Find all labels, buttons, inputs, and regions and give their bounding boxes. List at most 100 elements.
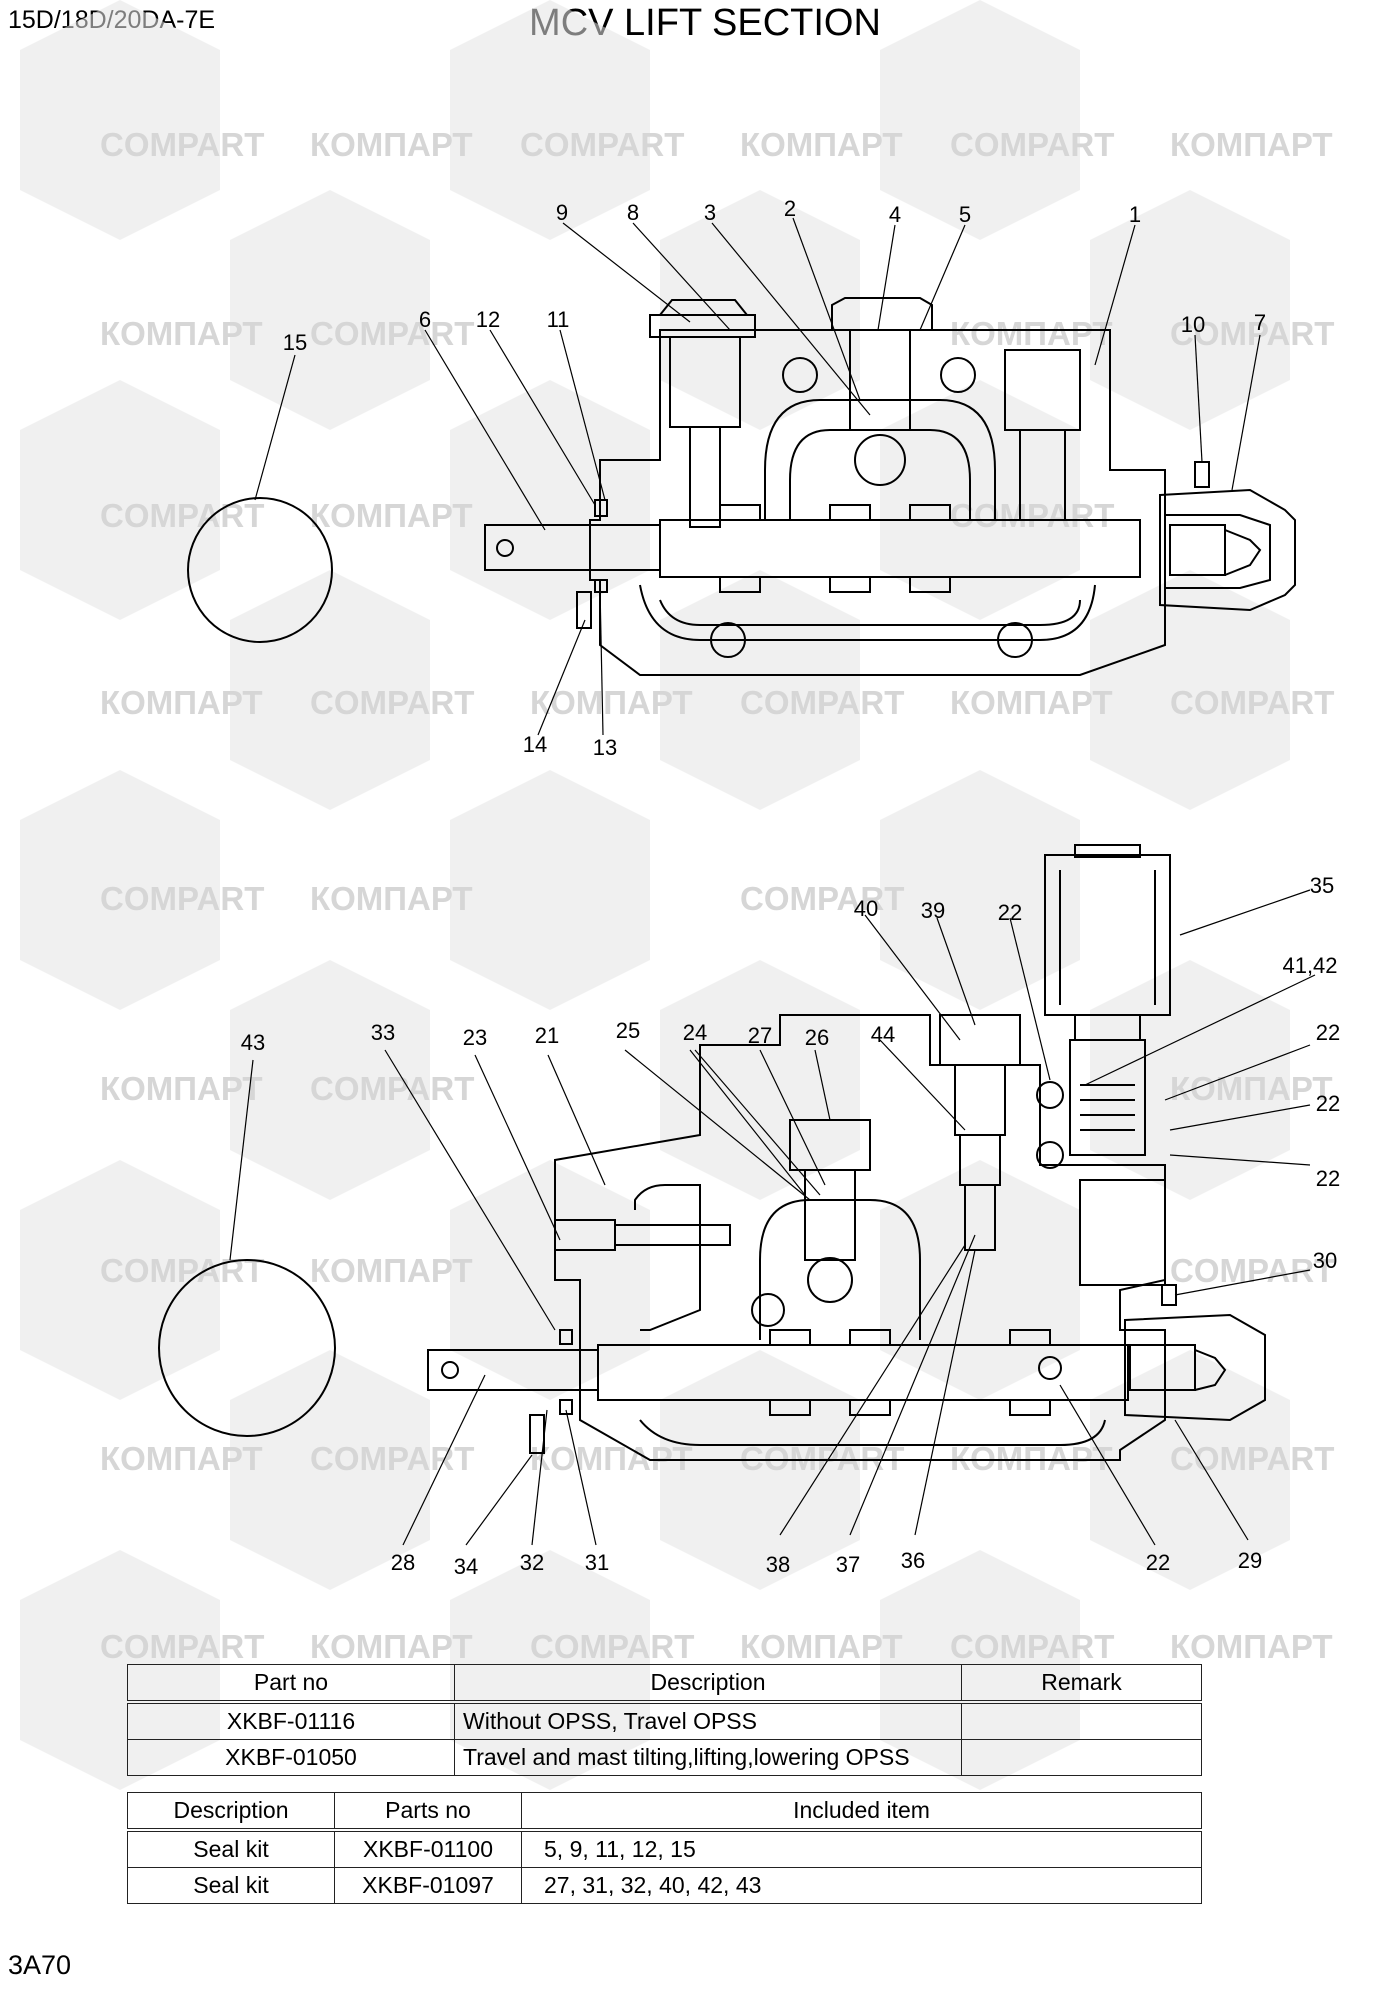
svg-text:37: 37: [836, 1552, 860, 1577]
svg-text:COMPART: COMPART: [310, 684, 474, 721]
header-included-item: Included item: [521, 1792, 1202, 1832]
plug-30: [1079, 1179, 1166, 1286]
svg-text:23: 23: [463, 1025, 487, 1050]
svg-text:34: 34: [454, 1554, 478, 1579]
svg-text:28: 28: [391, 1550, 415, 1575]
svg-text:COMPART: COMPART: [950, 126, 1114, 163]
lower-valve-section: [158, 844, 1266, 1461]
svg-text:12: 12: [476, 307, 500, 332]
header-parts-no: Parts no: [334, 1792, 522, 1832]
svg-text:8: 8: [627, 200, 639, 225]
bolt-14: [576, 591, 592, 629]
lower-spool: [597, 1344, 1129, 1401]
svg-text:6: 6: [419, 307, 431, 332]
svg-text:КОМПАРТ: КОМПАРТ: [530, 1440, 693, 1477]
upper-valve-section: [187, 297, 1296, 676]
header-remark: Remark: [961, 1664, 1202, 1704]
svg-text:КОМПАРТ: КОМПАРТ: [310, 1252, 473, 1289]
svg-text:КОМПАРТ: КОМПАРТ: [100, 315, 263, 352]
svg-text:21: 21: [535, 1023, 559, 1048]
parts-table: Part no Description Remark XKBF-01116 Wi…: [127, 1664, 1202, 1776]
header-kit-description: Description: [127, 1792, 335, 1832]
svg-text:43: 43: [241, 1030, 265, 1055]
svg-text:КОМПАРТ: КОМПАРТ: [100, 684, 263, 721]
svg-text:КОМПАРТ: КОМПАРТ: [100, 1440, 263, 1477]
svg-text:COMPART: COMPART: [520, 126, 684, 163]
svg-text:COMPART: COMPART: [100, 497, 264, 534]
kit-parts-no-cell: XKBF-01100: [334, 1829, 522, 1868]
table-row: Seal kit XKBF-01097 27, 31, 32, 40, 42, …: [127, 1867, 1202, 1904]
svg-text:39: 39: [921, 898, 945, 923]
svg-text:КОМПАРТ: КОМПАРТ: [950, 315, 1113, 352]
header-part-no: Part no: [127, 1664, 455, 1704]
svg-text:COMPART: COMPART: [740, 880, 904, 917]
svg-text:COMPART: COMPART: [1170, 684, 1334, 721]
svg-text:25: 25: [616, 1018, 640, 1043]
svg-text:22: 22: [998, 900, 1022, 925]
svg-text:27: 27: [748, 1023, 772, 1048]
svg-text:COMPART: COMPART: [100, 126, 264, 163]
svg-text:7: 7: [1254, 310, 1266, 335]
svg-text:40: 40: [854, 896, 878, 921]
page-code: 3A70: [8, 1950, 72, 1980]
svg-text:10: 10: [1181, 312, 1205, 337]
description-cell: Travel and mast tilting,lifting,lowering…: [454, 1739, 962, 1776]
upper-leaders: [254, 217, 1261, 736]
svg-text:35: 35: [1310, 873, 1334, 898]
plug-4: [831, 297, 933, 331]
svg-text:COMPART: COMPART: [1170, 315, 1334, 352]
svg-text:КОМПАРТ: КОМПАРТ: [310, 126, 473, 163]
svg-text:4: 4: [889, 202, 901, 227]
included-item-cell: 27, 31, 32, 40, 42, 43: [521, 1867, 1202, 1904]
svg-text:КОМПАРТ: КОМПАРТ: [740, 126, 903, 163]
end-cap-29: [1124, 1313, 1266, 1422]
svg-text:КОМПАРТ: КОМПАРТ: [950, 1440, 1113, 1477]
svg-text:22: 22: [1316, 1020, 1340, 1045]
svg-text:COMPART: COMPART: [950, 1628, 1114, 1665]
svg-text:КОМПАРТ: КОМПАРТ: [530, 684, 693, 721]
svg-text:КОМПАРТ: КОМПАРТ: [740, 1628, 903, 1665]
svg-text:31: 31: [585, 1550, 609, 1575]
svg-text:41,42: 41,42: [1282, 953, 1337, 978]
lower-leaders: [229, 889, 1316, 1546]
part-no-cell: XKBF-01116: [127, 1701, 455, 1740]
svg-text:29: 29: [1238, 1548, 1262, 1573]
kit-table: Description Parts no Included item Seal …: [127, 1792, 1202, 1904]
svg-text:9: 9: [556, 200, 568, 225]
watermark-text: COMPART КОМПАРТ COMPART КОМПАРТ COMPART …: [100, 126, 1334, 1665]
svg-text:COMPART: COMPART: [100, 1252, 264, 1289]
svg-text:3: 3: [704, 200, 716, 225]
svg-text:38: 38: [766, 1552, 790, 1577]
table-row: Seal kit XKBF-01100 5, 9, 11, 12, 15: [127, 1829, 1202, 1868]
part-no-cell: XKBF-01050: [127, 1739, 455, 1776]
svg-text:КОМПАРТ: КОМПАРТ: [310, 1628, 473, 1665]
svg-text:КОМПАРТ: КОМПАРТ: [100, 1070, 263, 1107]
svg-text:14: 14: [523, 732, 547, 757]
svg-text:COMPART: COMPART: [530, 1628, 694, 1665]
svg-text:КОМПАРТ: КОМПАРТ: [950, 684, 1113, 721]
svg-text:1: 1: [1129, 202, 1141, 227]
callout-labels: 1 2 3 4 5 6 7 8 9 10 11 12 13 14 15 21 2…: [241, 196, 1340, 1579]
kit-description-cell: Seal kit: [127, 1829, 335, 1868]
header-description: Description: [454, 1664, 962, 1704]
cartridge: [1069, 1039, 1146, 1156]
svg-text:26: 26: [805, 1025, 829, 1050]
svg-text:COMPART: COMPART: [1170, 1440, 1334, 1477]
included-item-cell: 5, 9, 11, 12, 15: [521, 1829, 1202, 1868]
svg-text:COMPART: COMPART: [310, 1440, 474, 1477]
kit-parts-no-cell: XKBF-01097: [334, 1867, 522, 1904]
table-row: XKBF-01050 Travel and mast tilting,lifti…: [127, 1739, 1202, 1776]
svg-text:22: 22: [1146, 1550, 1170, 1575]
svg-text:COMPART: COMPART: [310, 1070, 474, 1107]
svg-text:11: 11: [547, 307, 570, 332]
remark-cell: [961, 1701, 1202, 1740]
table-header-row: Description Parts no Included item: [127, 1792, 1202, 1832]
remark-cell: [961, 1739, 1202, 1776]
description-cell: Without OPSS, Travel OPSS: [454, 1701, 962, 1740]
svg-text:13: 13: [593, 735, 617, 760]
end-cap-7: [1159, 488, 1296, 612]
svg-text:5: 5: [959, 202, 971, 227]
svg-text:22: 22: [1316, 1166, 1340, 1191]
svg-text:COMPART: COMPART: [740, 684, 904, 721]
